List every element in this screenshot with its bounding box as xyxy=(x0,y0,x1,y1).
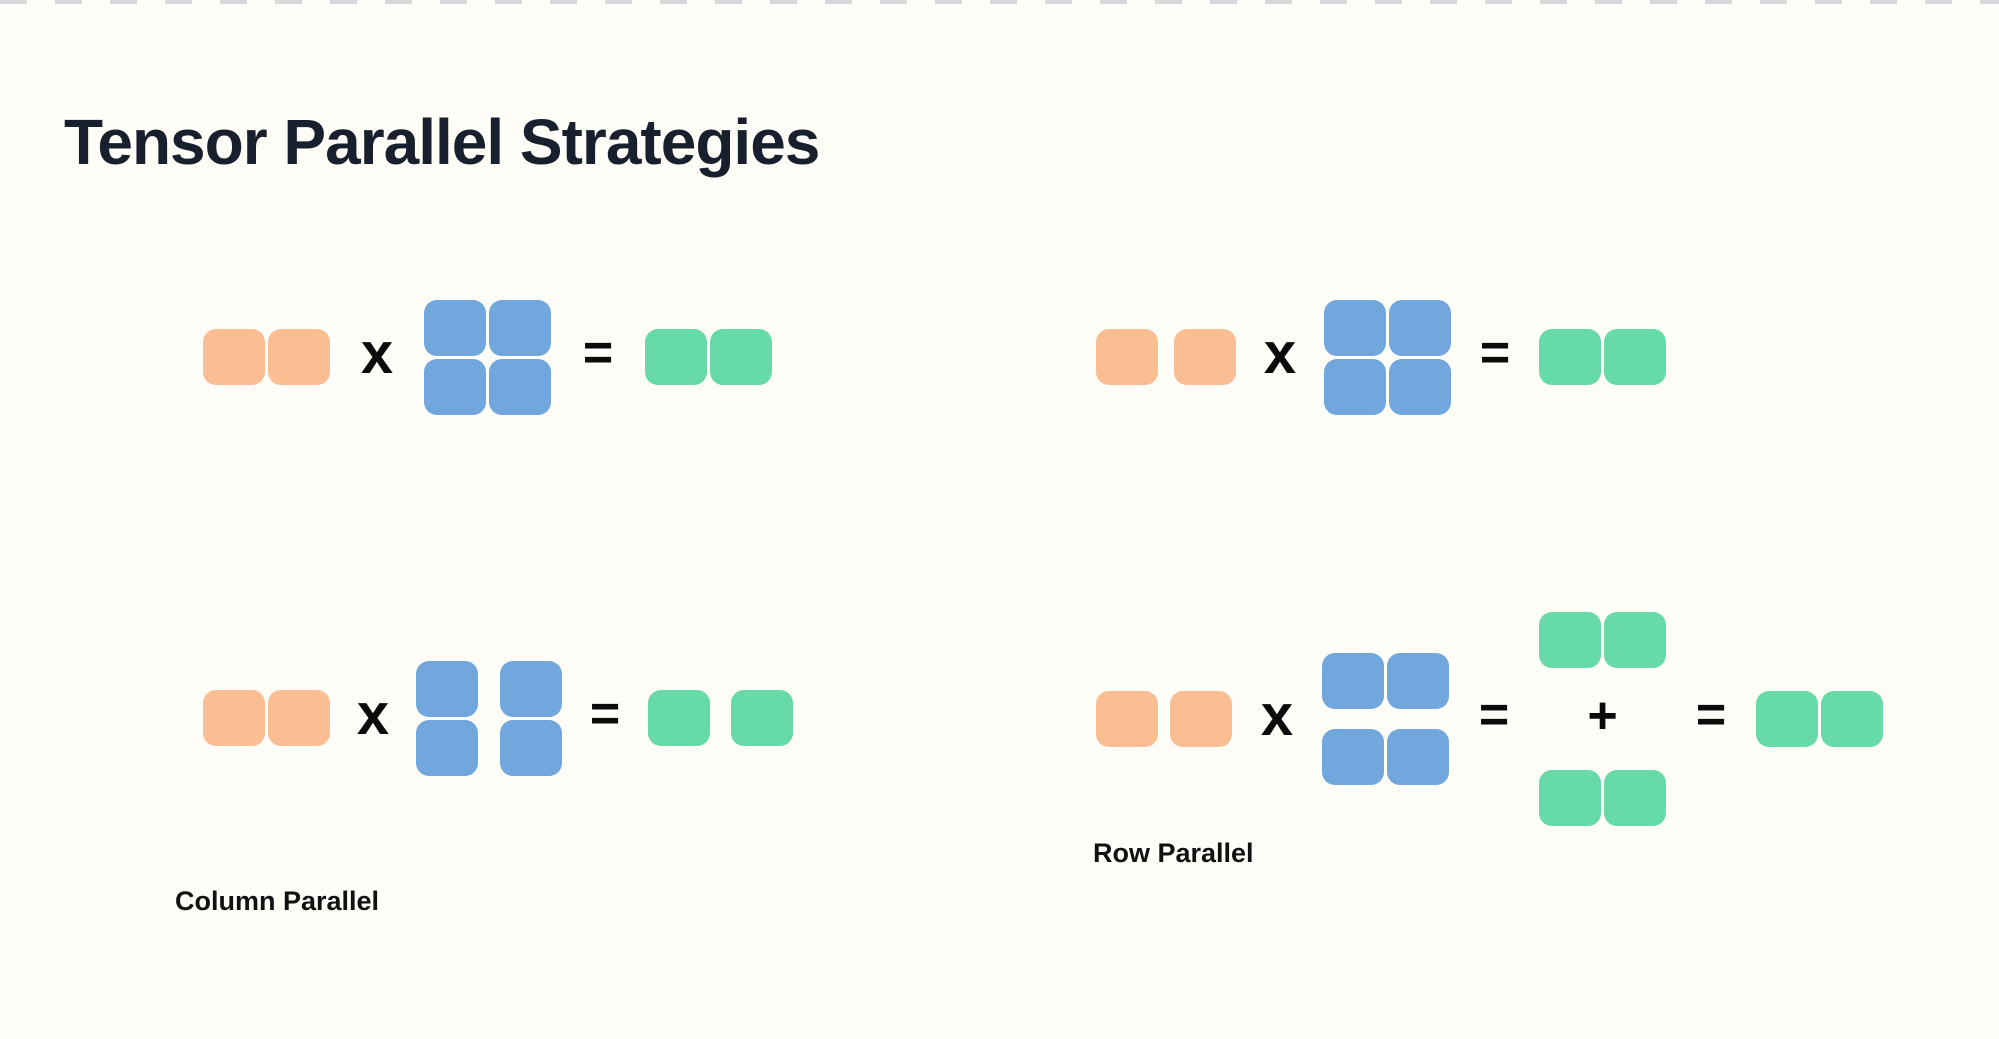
input-vector-block xyxy=(203,329,265,385)
equals-operator: = xyxy=(1479,324,1511,382)
weight-matrix-column-split xyxy=(416,660,562,776)
output-vector-column-split xyxy=(648,690,793,746)
page-title: Tensor Parallel Strategies xyxy=(64,105,820,178)
equals-operator: = xyxy=(1695,686,1727,744)
weight-matrix-block xyxy=(424,358,486,415)
diagram-full-matmul-left: x= xyxy=(203,299,772,415)
weight-matrix xyxy=(1324,299,1451,415)
weight-matrix xyxy=(424,299,551,415)
weight-matrix-block xyxy=(1389,358,1451,415)
input-vector-block xyxy=(268,329,330,385)
weight-matrix-row-split xyxy=(1322,653,1449,785)
diagram-column-parallel: x= xyxy=(203,660,793,776)
weight-matrix-row-split-block xyxy=(1387,729,1449,785)
partial-sum-stack: + xyxy=(1539,612,1666,826)
final-output-vector-block xyxy=(1756,691,1818,747)
partial-output-top-block xyxy=(1604,612,1666,668)
weight-matrix-block xyxy=(1324,299,1386,356)
input-vector xyxy=(1096,329,1236,385)
output-vector-column-split-block xyxy=(648,690,710,746)
output-vector xyxy=(1539,329,1666,385)
input-vector-split-block xyxy=(1096,691,1158,747)
weight-matrix-column-split-block xyxy=(416,660,478,717)
row-parallel-label: Row Parallel xyxy=(1093,838,1254,868)
output-vector-block xyxy=(710,329,772,385)
input-vector-block xyxy=(1174,329,1236,385)
weight-matrix-block xyxy=(489,358,551,415)
output-vector-block xyxy=(1539,329,1601,385)
partial-output-bottom xyxy=(1539,770,1666,826)
input-vector-block xyxy=(268,690,330,746)
input-vector-block xyxy=(203,690,265,746)
weight-matrix-row-split-block xyxy=(1322,653,1384,709)
weight-matrix-block xyxy=(1389,299,1451,356)
multiply-operator: x xyxy=(1263,321,1297,386)
column-parallel-label: Column Parallel xyxy=(175,886,380,916)
plus-operator: + xyxy=(1587,687,1618,745)
input-vector-split-block xyxy=(1170,691,1232,747)
weight-matrix-row-split-block xyxy=(1322,729,1384,785)
partial-output-bottom-block xyxy=(1539,770,1601,826)
weight-matrix-column-split-block xyxy=(416,719,478,776)
output-vector-block xyxy=(1604,329,1666,385)
diagram-full-matmul-right: x= xyxy=(1096,299,1666,415)
weight-matrix-block xyxy=(1324,358,1386,415)
weight-matrix-column-split-block xyxy=(500,719,562,776)
final-output-vector-block xyxy=(1821,691,1883,747)
partial-output-top xyxy=(1539,612,1666,668)
equals-operator: = xyxy=(1478,686,1510,744)
equals-operator: = xyxy=(582,324,614,382)
input-vector-split xyxy=(1096,691,1232,747)
weight-matrix-block xyxy=(489,299,551,356)
multiply-operator: x xyxy=(356,682,390,747)
weight-matrix-row-split-block xyxy=(1387,653,1449,709)
diagram-row-parallel: x = + = xyxy=(1096,612,1883,826)
final-output-vector xyxy=(1756,691,1883,747)
top-dashed-border xyxy=(0,0,1999,4)
partial-output-bottom-block xyxy=(1604,770,1666,826)
equals-operator: = xyxy=(589,685,621,743)
partial-output-top-block xyxy=(1539,612,1601,668)
output-vector-block xyxy=(645,329,707,385)
weight-matrix-column-split-block xyxy=(500,660,562,717)
input-vector-block xyxy=(1096,329,1158,385)
input-vector xyxy=(203,690,330,746)
multiply-operator: x xyxy=(360,321,394,386)
output-vector xyxy=(645,329,772,385)
input-vector xyxy=(203,329,330,385)
weight-matrix-block xyxy=(424,299,486,356)
output-vector-column-split-block xyxy=(731,690,793,746)
multiply-operator: x xyxy=(1260,683,1294,748)
